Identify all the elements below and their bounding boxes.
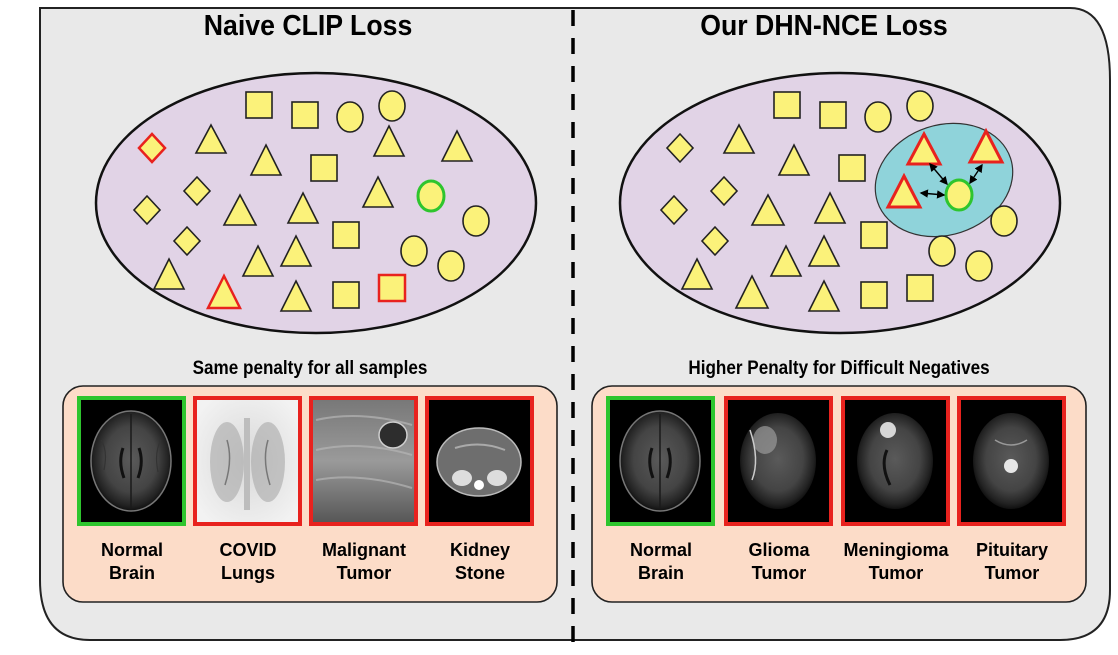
triangle-shape bbox=[241, 244, 275, 277]
caption-line: COVID bbox=[219, 540, 277, 560]
caption-normal-brain-right: Normal Brain bbox=[601, 539, 721, 585]
left-embedding-space bbox=[94, 71, 538, 335]
diamond-shape bbox=[700, 225, 730, 257]
triangle-shape bbox=[205, 273, 243, 310]
circle-shape bbox=[400, 235, 428, 267]
square-shape bbox=[332, 221, 360, 249]
triangle-shape bbox=[152, 257, 186, 290]
caption-line: Malignant bbox=[322, 540, 406, 560]
caption-normal-brain: Normal Brain bbox=[72, 539, 192, 585]
circle-shape bbox=[378, 90, 406, 122]
left-panel-subtitle: Same penalty for all samples bbox=[192, 358, 428, 379]
diamond-shape bbox=[172, 225, 202, 257]
circle-shape bbox=[437, 250, 465, 282]
caption-malignant-tumor: Malignant Tumor bbox=[304, 539, 424, 585]
caption-line: Tumor bbox=[984, 563, 1040, 583]
covid-lungs-image bbox=[193, 396, 302, 526]
circle-shape bbox=[928, 235, 956, 267]
caption-line: Kidney bbox=[449, 540, 510, 560]
square-shape bbox=[377, 273, 407, 303]
triangle-shape bbox=[361, 175, 395, 208]
triangle-shape bbox=[750, 193, 786, 226]
pituitary-tumor-image bbox=[957, 396, 1066, 526]
circle-shape bbox=[965, 250, 993, 282]
caption-line: Meningioma bbox=[843, 540, 949, 560]
hard-negative-triangle bbox=[885, 172, 923, 209]
triangle-shape bbox=[769, 244, 803, 277]
diamond-shape bbox=[182, 175, 212, 207]
caption-covid-lungs: COVID Lungs bbox=[188, 539, 308, 585]
diamond-shape bbox=[132, 194, 162, 226]
square-shape bbox=[245, 91, 273, 119]
triangle-shape bbox=[286, 191, 320, 224]
triangle-shape bbox=[807, 234, 841, 267]
caption-line: Glioma bbox=[748, 540, 810, 560]
triangle-shape bbox=[222, 193, 258, 226]
triangle-shape bbox=[194, 123, 228, 154]
caption-line: Tumor bbox=[868, 563, 924, 583]
circle-shape bbox=[336, 101, 364, 133]
circle-shape bbox=[906, 90, 934, 122]
triangle-shape bbox=[372, 124, 406, 157]
square-shape bbox=[310, 154, 338, 182]
diamond-shape bbox=[709, 175, 739, 207]
triangle-shape bbox=[807, 279, 841, 312]
right-panel-title: Our DHN-NCE Loss bbox=[700, 10, 948, 42]
circle-shape bbox=[462, 205, 490, 237]
caption-line: Normal bbox=[629, 540, 692, 560]
caption-line: Lungs bbox=[221, 563, 275, 583]
repulsion-arrows bbox=[919, 162, 983, 199]
circle-shape bbox=[990, 205, 1018, 237]
caption-line: Tumor bbox=[336, 563, 392, 583]
left-panel-title: Naive CLIP Loss bbox=[203, 10, 413, 42]
right-panel-subtitle: Higher Penalty for Difficult Negatives bbox=[688, 358, 990, 379]
triangle-shape bbox=[440, 129, 474, 162]
malignant-tumor-image bbox=[309, 396, 418, 526]
square-shape bbox=[773, 91, 801, 119]
triangle-shape bbox=[813, 191, 847, 224]
anchor-circle bbox=[944, 178, 974, 212]
triangle-shape bbox=[279, 234, 313, 267]
circle-shape bbox=[416, 179, 446, 213]
caption-line: Pituitary bbox=[975, 540, 1049, 560]
caption-glioma-tumor: Glioma Tumor bbox=[719, 539, 839, 585]
square-shape bbox=[332, 281, 360, 309]
glioma-tumor-image bbox=[724, 396, 833, 526]
square-shape bbox=[838, 154, 866, 182]
triangle-shape bbox=[722, 123, 756, 154]
caption-line: Brain bbox=[637, 563, 684, 583]
triangle-shape bbox=[777, 143, 811, 176]
square-shape bbox=[291, 101, 319, 129]
caption-line: Normal bbox=[100, 540, 163, 560]
square-shape bbox=[860, 221, 888, 249]
triangle-shape bbox=[734, 274, 770, 309]
triangle-shape bbox=[680, 257, 714, 290]
caption-pituitary-tumor: Pituitary Tumor bbox=[952, 539, 1072, 585]
normal-brain-image bbox=[77, 396, 186, 526]
normal-brain-image-right bbox=[606, 396, 715, 526]
square-shape bbox=[819, 101, 847, 129]
diamond-shape bbox=[659, 194, 689, 226]
diamond-shape bbox=[137, 132, 167, 164]
circle-shape bbox=[864, 101, 892, 133]
meningioma-tumor-image bbox=[841, 396, 950, 526]
hard-negative-triangle bbox=[905, 130, 943, 166]
kidney-stone-image bbox=[425, 396, 534, 526]
right-embedding-space bbox=[618, 71, 1062, 335]
caption-line: Stone bbox=[454, 563, 505, 583]
triangle-shape bbox=[279, 279, 313, 312]
caption-kidney-stone: Kidney Stone bbox=[420, 539, 540, 585]
caption-meningioma-tumor: Meningioma Tumor bbox=[836, 539, 956, 585]
square-shape bbox=[906, 274, 934, 302]
caption-line: Tumor bbox=[751, 563, 807, 583]
square-shape bbox=[860, 281, 888, 309]
triangle-shape bbox=[249, 143, 283, 176]
diamond-shape bbox=[665, 132, 695, 164]
caption-line: Brain bbox=[108, 563, 155, 583]
hard-negative-triangle bbox=[967, 127, 1005, 164]
